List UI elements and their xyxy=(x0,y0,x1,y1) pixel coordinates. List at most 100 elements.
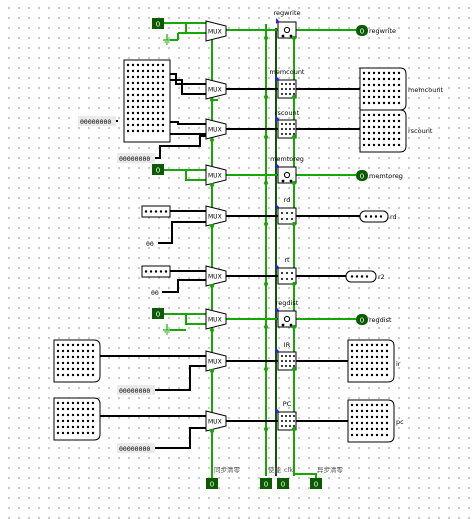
output-memcount-bits xyxy=(359,67,407,111)
register-memcount: memcount xyxy=(269,68,305,99)
output-pc-bits xyxy=(347,399,395,443)
svg-text:0: 0 xyxy=(210,481,214,489)
label-clk: clk xyxy=(284,466,293,474)
label-rd: rd xyxy=(390,213,397,221)
register-regdist: regdist xyxy=(276,299,299,328)
svg-text:IR: IR xyxy=(284,341,291,349)
label-r2: r2 xyxy=(378,273,385,281)
const-pc: 00000000 xyxy=(117,443,155,453)
register-rd: rd xyxy=(276,196,297,225)
svg-text:0: 0 xyxy=(360,28,364,36)
ground-symbol xyxy=(163,324,171,335)
svg-text:0: 0 xyxy=(156,311,160,319)
label-memcount: memcount xyxy=(408,86,443,94)
row-regdist-wires xyxy=(164,313,356,331)
output-rd-bits xyxy=(359,210,389,223)
svg-text:00: 00 xyxy=(151,289,159,297)
mux-rd: MUX xyxy=(205,205,227,227)
register-rt: rt xyxy=(276,256,297,285)
label-sync-clear: 同步清零 xyxy=(214,465,241,474)
svg-text:00000000: 00000000 xyxy=(119,445,150,453)
row-regwrite xyxy=(164,22,356,41)
register-ir: IR xyxy=(276,341,297,371)
const-rt: 00 xyxy=(151,289,159,297)
svg-text:regwrite: regwrite xyxy=(274,9,301,17)
const-memcount: 00000000 xyxy=(78,116,116,126)
mux-regdist: MUX xyxy=(205,308,227,330)
svg-text:MUX: MUX xyxy=(208,29,222,36)
ground-symbol xyxy=(163,34,171,45)
bus-junctions xyxy=(210,36,296,433)
svg-text:MUX: MUX xyxy=(208,419,222,426)
input-pin-memtoreg[interactable]: 0 xyxy=(152,164,164,175)
svg-text:00000000: 00000000 xyxy=(119,387,150,395)
label-regdist: regdist xyxy=(369,316,392,324)
pin-clk[interactable]: 0 xyxy=(277,478,289,489)
svg-text:MUX: MUX xyxy=(208,359,222,366)
svg-text:00: 00 xyxy=(146,240,154,248)
mux-rt: MUX xyxy=(205,265,227,287)
wires-rscount xyxy=(155,121,360,159)
svg-text:0: 0 xyxy=(281,481,285,489)
svg-text:00000000: 00000000 xyxy=(119,155,150,163)
wires-rt xyxy=(162,270,346,293)
svg-text:MUX: MUX xyxy=(208,173,222,180)
const-ir: 00000000 xyxy=(117,385,155,395)
wires-memcount xyxy=(116,73,360,122)
output-ir-bits xyxy=(347,339,395,383)
svg-text:rscount: rscount xyxy=(275,109,300,117)
output-pin-memtoreg: 0 xyxy=(356,170,368,181)
input-pin-regdist[interactable]: 0 xyxy=(152,308,164,319)
register-regwrite: regwrite xyxy=(274,9,301,39)
input-memcount-rscount-bits[interactable] xyxy=(123,59,171,143)
output-pin-regdist: 0 xyxy=(356,314,368,325)
register-pc: PC xyxy=(276,400,297,431)
mux-pc: MUX xyxy=(205,410,227,432)
svg-text:regdist: regdist xyxy=(276,299,299,307)
mux-memcount: MUX xyxy=(205,78,227,100)
svg-text:0: 0 xyxy=(156,167,160,175)
svg-text:0: 0 xyxy=(360,317,364,325)
label-async-clear: 异步清零 xyxy=(317,465,344,474)
svg-text:00000000: 00000000 xyxy=(80,118,111,126)
wires-ir xyxy=(100,355,348,391)
input-ir-bits[interactable] xyxy=(53,339,101,383)
wires-rd xyxy=(158,210,360,244)
input-pc-bits[interactable] xyxy=(53,397,101,441)
label-memtoreg: memtoreg xyxy=(369,172,403,180)
output-pin-regwrite: 0 xyxy=(356,25,368,36)
mux-memtoreg: MUX xyxy=(205,164,227,186)
svg-text:memcount: memcount xyxy=(269,68,304,76)
svg-text:0: 0 xyxy=(314,481,318,489)
svg-text:0: 0 xyxy=(264,481,268,489)
wires-pc xyxy=(100,415,348,449)
mux-regwrite: MUX xyxy=(205,20,227,42)
svg-text:MUX: MUX xyxy=(208,87,222,94)
svg-text:MUX: MUX xyxy=(208,317,222,324)
svg-text:PC: PC xyxy=(283,400,292,408)
input-rd-bits[interactable] xyxy=(141,205,171,218)
pin-async-clear[interactable]: 0 xyxy=(293,473,322,489)
pin-enable[interactable]: 0 xyxy=(260,478,272,489)
output-r2-bits xyxy=(345,270,377,283)
output-rscount-bits xyxy=(359,109,407,153)
svg-text:MUX: MUX xyxy=(208,274,222,281)
row-memtoreg-wires xyxy=(164,169,356,181)
svg-text:0: 0 xyxy=(360,173,364,181)
pin-sync-clear[interactable]: 0 xyxy=(206,476,218,489)
svg-text:rd: rd xyxy=(284,196,291,204)
register-rscount: rscount xyxy=(275,109,300,139)
label-pc: pc xyxy=(396,418,404,426)
svg-text:0: 0 xyxy=(156,21,160,29)
svg-text:MUX: MUX xyxy=(208,127,222,134)
label-ir: ir xyxy=(396,360,401,368)
register-memtoreg: memtoreg xyxy=(270,155,304,184)
label-enable: 使能 xyxy=(268,465,282,474)
input-rt-bits[interactable] xyxy=(141,265,171,278)
svg-text:MUX: MUX xyxy=(208,214,222,221)
input-pin-regwrite[interactable]: 0 xyxy=(152,18,164,29)
const-rscount: 00000000 xyxy=(117,153,155,163)
svg-text:rt: rt xyxy=(284,256,290,264)
const-rd: 00 xyxy=(146,240,154,248)
label-rscount: rscount xyxy=(408,127,433,135)
